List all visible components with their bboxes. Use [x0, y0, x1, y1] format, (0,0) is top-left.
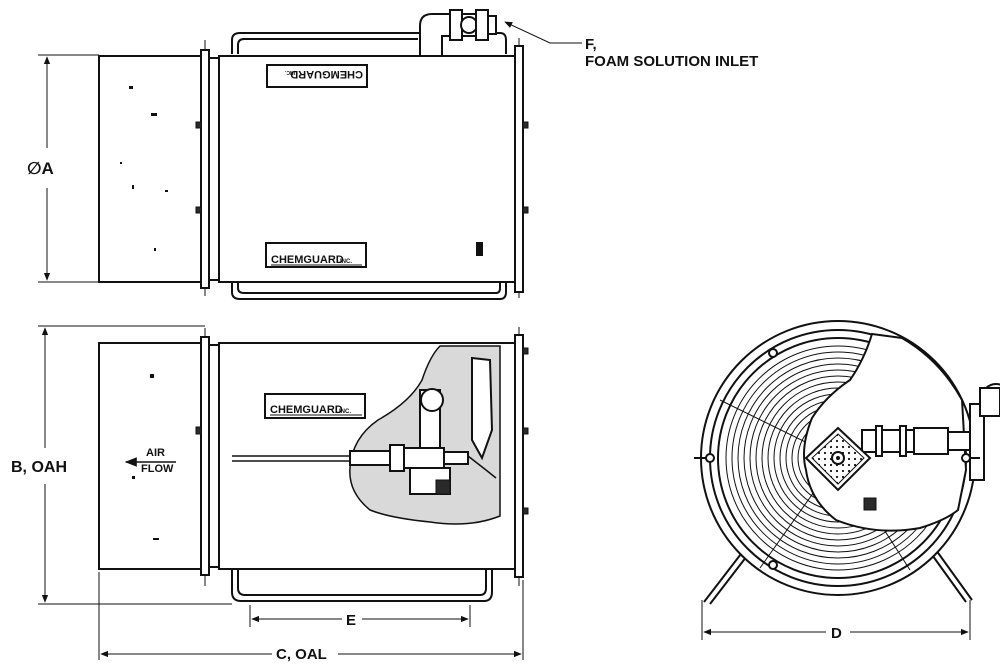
dimension-c: C, OAL [98, 572, 524, 663]
callout-f-letter: F, [585, 36, 597, 53]
brand-logo-suffix: INC. [340, 259, 352, 265]
dimension-b: B, OAH [11, 325, 232, 605]
side-view: CHEMGUARD INC. AIR FLOW [98, 327, 529, 602]
callout-foam-solution-inlet: F, FOAM SOLUTION INLET [504, 21, 758, 70]
inlet-duct [98, 55, 202, 283]
air-flow-indicator: AIR FLOW [124, 447, 176, 475]
brand-logo-text: CHEMGUARD [270, 404, 343, 416]
air-flow-label-top: AIR [146, 447, 165, 459]
dimension-e-label: E [346, 612, 356, 629]
fan-hub [804, 426, 877, 511]
dimension-e: E [249, 605, 471, 629]
dimension-a-label: ∅A [27, 159, 54, 178]
brand-logo-suffix: INC. [339, 409, 351, 415]
dimension-d: D [701, 600, 971, 642]
top-view: CHEMGUARD INC. CHEMGUARD INC. [98, 9, 529, 300]
logo-plate-side-view: CHEMGUARD INC. [264, 393, 366, 419]
air-flow-label-bottom: FLOW [141, 463, 174, 475]
dimension-b-label: B, OAH [11, 459, 67, 476]
brand-logo-text: CHEMGUARD [290, 68, 363, 80]
foam-solution-inlet-piping [419, 9, 497, 57]
dimension-d-label: D [831, 625, 842, 642]
front-view [694, 320, 1000, 605]
dimension-a: ∅A [27, 54, 99, 283]
callout-f-text: FOAM SOLUTION INLET [585, 53, 758, 70]
nozzle-assembly [349, 388, 497, 495]
logo-plate-top-inverted: CHEMGUARD INC. [266, 64, 368, 88]
brand-logo-text: CHEMGUARD [271, 254, 344, 266]
logo-plate-top-view: CHEMGUARD INC. [265, 242, 367, 268]
brand-logo-suffix: INC. [284, 69, 295, 75]
front-inlet-pipe [861, 383, 1000, 481]
inlet-duct-side [98, 342, 202, 570]
dimension-c-label: C, OAL [276, 646, 327, 663]
